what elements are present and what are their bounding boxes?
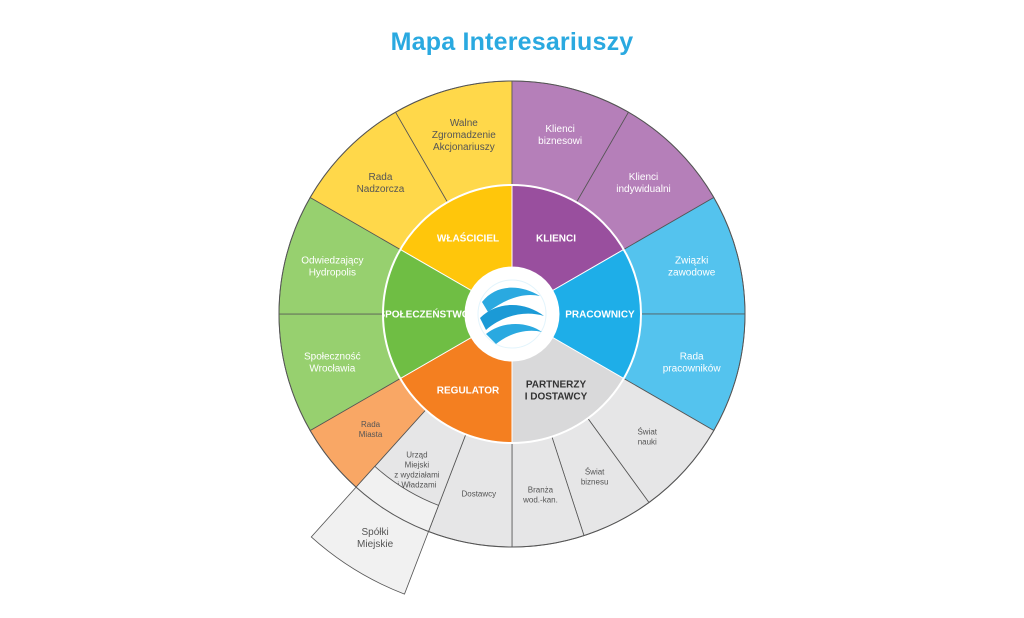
inner-label-klienci-line: KLIENCI — [536, 233, 576, 244]
inner-border — [382, 184, 642, 444]
extra-label-spolki-line: Miejskie — [357, 539, 394, 550]
water-wave-logo-icon — [477, 279, 547, 349]
inner-label-regulator-line: REGULATOR — [437, 386, 500, 397]
outer-label-rada-nadzorcza-line: Nadzorcza — [357, 184, 405, 195]
inner-label-wlasciciel-line: WŁAŚCICIEL — [437, 231, 499, 244]
inner-label-klienci: KLIENCI — [536, 233, 576, 244]
outer-label-rada-pracownikow-line: Rada — [680, 352, 704, 363]
outer-label-branza-line: wod.-kan. — [522, 495, 558, 504]
outer-label-klienci-biznesowi-line: Klienci — [545, 124, 574, 135]
inner-label-wlasciciel: WŁAŚCICIEL — [437, 231, 499, 244]
inner-label-spoleczenstwo-line: SPOŁECZEŃSTWO — [378, 308, 469, 321]
extra-label-spolki-line: Spółki — [361, 527, 388, 538]
outer-label-spolecznosc-line: Społeczność — [304, 352, 361, 363]
outer-label-urzad-line: z wydziałami — [394, 471, 440, 480]
outer-label-swiat-biznesu-line: biznesu — [581, 478, 609, 487]
outer-label-urzad-line: i Władzami — [397, 481, 436, 490]
outer-label-rada-pracownikow-line: pracowników — [663, 364, 722, 375]
outer-label-walne-line: Zgromadzenie — [432, 130, 496, 141]
outer-label-swiat-biznesu-line: Świat — [585, 468, 605, 477]
outer-label-rada-miasta-line: Miasta — [359, 430, 383, 439]
inner-label-pracownicy-line: PRACOWNICY — [565, 310, 635, 321]
outer-label-klienci-indywidualni-line: Klienci — [629, 172, 658, 183]
inner-label-partnerzy-line: I DOSTAWCY — [525, 392, 588, 403]
inner-label-spoleczenstwo: SPOŁECZEŃSTWO — [378, 308, 469, 321]
outer-label-branza-line: Branża — [528, 485, 554, 494]
outer-label-dostawcy-line: Dostawcy — [461, 489, 496, 498]
outer-border — [278, 80, 746, 548]
inner-label-partnerzy-line: PARTNERZY — [526, 380, 587, 391]
outer-label-spolecznosc-line: Wrocławia — [309, 364, 355, 375]
outer-label-rada-nadzorcza-line: Rada — [369, 172, 393, 183]
inner-label-regulator: REGULATOR — [437, 386, 500, 397]
outer-label-urzad-line: Urząd — [406, 451, 427, 460]
outer-label-dostawcy: Dostawcy — [461, 489, 496, 498]
outer-label-swiat-nauki-line: Świat — [637, 427, 657, 436]
outer-label-urzad-line: Miejski — [405, 461, 430, 470]
extra-sector-spolki[interactable] — [310, 465, 440, 595]
outer-label-rada-miasta-line: Rada — [361, 420, 381, 429]
outer-label-walne-line: Akcjonariuszy — [433, 142, 495, 153]
outer-label-klienci-indywidualni-line: indywidualni — [616, 184, 670, 195]
inner-label-pracownicy: PRACOWNICY — [565, 310, 635, 321]
page-title: Mapa Interesariuszy — [390, 28, 634, 56]
outer-label-klienci-biznesowi-line: biznesowi — [538, 136, 582, 147]
outer-label-zwiazki-line: zawodowe — [668, 267, 716, 278]
outer-label-odwiedzajacy-line: Odwiedzający — [301, 255, 363, 266]
outer-label-zwiazki-line: Związki — [675, 255, 708, 266]
outer-label-walne-line: Walne — [450, 118, 478, 129]
outer-label-odwiedzajacy-line: Hydropolis — [309, 267, 356, 278]
outer-label-swiat-nauki-line: nauki — [638, 437, 657, 446]
